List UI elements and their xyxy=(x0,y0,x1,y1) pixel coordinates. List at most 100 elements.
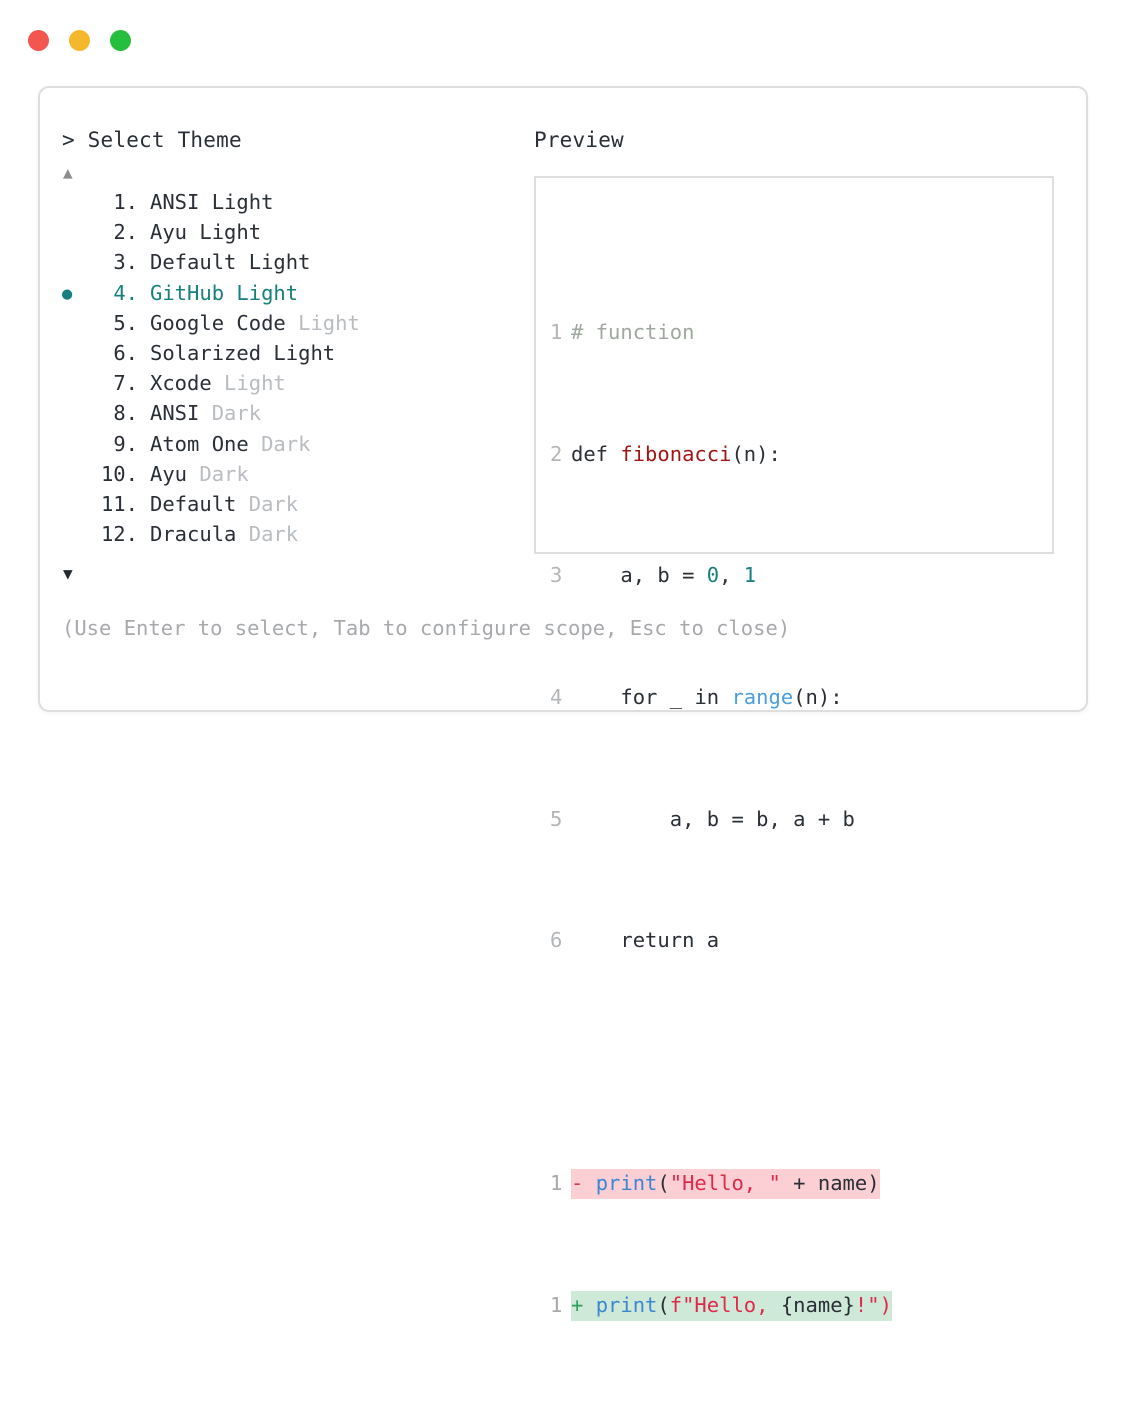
code-token-number: 1 xyxy=(743,563,757,588)
theme-name: Ayu xyxy=(150,461,188,486)
maximize-dot[interactable] xyxy=(110,30,131,51)
theme-index: 2. xyxy=(113,220,138,245)
minimize-dot[interactable] xyxy=(69,30,90,51)
code-blank-line xyxy=(550,1047,1052,1077)
line-number: 6 xyxy=(550,928,563,953)
line-number: 1 xyxy=(550,1293,563,1318)
theme-name: ANSI xyxy=(150,401,200,426)
theme-index: 6. xyxy=(113,340,138,365)
theme-index: 11. xyxy=(100,491,138,516)
selection-bullet-icon: ● xyxy=(62,467,92,484)
theme-name: Xcode xyxy=(150,371,212,396)
theme-list-item[interactable]: ● 7. Xcode Light xyxy=(62,371,532,401)
code-token-keyword: return xyxy=(620,928,695,953)
code-token-return-value: a xyxy=(694,928,720,953)
diff-added-content: + print(f"Hello, {name}!") xyxy=(571,1291,892,1322)
selection-bullet-icon: ● xyxy=(62,437,92,454)
code-token-string: "Hello, " xyxy=(669,1171,781,1196)
theme-name: Atom One xyxy=(150,431,249,456)
close-dot[interactable] xyxy=(28,30,49,51)
diff-line-removed: 1- print("Hello, " + name) xyxy=(544,1168,1052,1200)
code-line: 3 a, b = 0, 1 xyxy=(550,560,1052,590)
code-token-params: (n): xyxy=(731,441,781,466)
window-controls xyxy=(28,30,131,51)
code-space xyxy=(583,1293,595,1317)
theme-index: 7. xyxy=(113,371,138,396)
theme-variant: Light xyxy=(236,250,311,275)
theme-list-item[interactable]: ● 2. Ayu Light xyxy=(62,220,532,250)
theme-picker-card: > Select Theme ▲ ● 1. ANSI Light ● 2. Ay… xyxy=(38,86,1088,1322)
theme-variant: Dark xyxy=(248,431,311,456)
line-number: 5 xyxy=(550,806,563,831)
theme-variant: Light xyxy=(285,310,360,335)
keyboard-hint: (Use Enter to select, Tab to configure s… xyxy=(62,616,791,640)
code-token-keyword: def xyxy=(571,441,609,466)
theme-list-item-selected[interactable]: ● 4. GitHub Light xyxy=(62,281,532,311)
theme-index: 9. xyxy=(113,431,138,456)
code-token-variable: name xyxy=(817,1171,868,1196)
selection-bullet-icon: ● xyxy=(62,195,92,212)
code-paren: ) xyxy=(867,1171,880,1196)
code-paren: ( xyxy=(657,1293,670,1318)
theme-index: 4. xyxy=(113,280,138,305)
code-token-call: print xyxy=(595,1293,658,1318)
code-token-args: (n): xyxy=(793,685,843,710)
diff-line-added: 1 + print(f"Hello, {name}!") xyxy=(544,1290,1052,1322)
theme-list-item[interactable]: ● 9. Atom One Dark xyxy=(62,432,532,462)
code-token-fstring-expr: {name} xyxy=(780,1293,855,1318)
code-token-comment: # function xyxy=(571,320,695,345)
code-space xyxy=(719,685,731,709)
code-token-assign: a, b = xyxy=(571,563,707,588)
theme-name: GitHub xyxy=(150,280,225,305)
theme-list-item[interactable]: ● 1. ANSI Light xyxy=(62,190,532,220)
theme-list-item[interactable]: ● 6. Solarized Light xyxy=(62,341,532,371)
theme-index: 10. xyxy=(100,461,138,486)
theme-variant: Dark xyxy=(236,522,299,547)
theme-name: Google Code xyxy=(150,310,286,335)
code-line: 1 # function xyxy=(550,317,1052,347)
theme-index: 3. xyxy=(113,250,138,275)
theme-name: Solarized xyxy=(150,340,262,365)
code-token-keyword: in xyxy=(694,685,720,710)
line-number: 4 xyxy=(550,685,563,710)
theme-name: Ayu xyxy=(150,220,188,245)
theme-list-item[interactable]: ● 10. Ayu Dark xyxy=(62,462,532,492)
theme-selector-panel: > Select Theme ▲ ● 1. ANSI Light ● 2. Ay… xyxy=(62,130,532,584)
theme-index: 5. xyxy=(113,310,138,335)
theme-list[interactable]: ● 1. ANSI Light ● 2. Ayu Light ● 3. Defa… xyxy=(62,190,532,552)
code-token-fstring-prefix: f"Hello, xyxy=(669,1293,781,1318)
selection-bullet-icon: ● xyxy=(62,346,92,363)
code-token-target: _ xyxy=(657,685,695,710)
theme-list-item[interactable]: ● 3. Default Light xyxy=(62,250,532,280)
code-token-concat: + xyxy=(780,1171,818,1196)
select-theme-prompt: > Select Theme xyxy=(62,128,242,152)
theme-list-item[interactable]: ● 12. Dracula Dark xyxy=(62,522,532,552)
preview-label: Preview xyxy=(534,128,624,152)
code-paren: ( xyxy=(657,1171,670,1196)
selection-bullet-icon: ● xyxy=(62,406,92,423)
scroll-down-icon[interactable]: ▼ xyxy=(63,564,73,584)
code-token-number: 0 xyxy=(706,563,720,588)
code-indent xyxy=(571,685,620,709)
code-token-comma: , xyxy=(719,563,744,588)
code-space xyxy=(583,1171,595,1195)
theme-name: Default xyxy=(150,491,237,516)
code-line: 5 a, b = b, a + b xyxy=(550,804,1052,834)
theme-variant: Light xyxy=(224,280,299,305)
line-number: 3 xyxy=(550,563,563,588)
theme-variant: Dark xyxy=(187,461,249,486)
code-token-statement: a, b = b, a + b xyxy=(571,806,855,831)
theme-list-item[interactable]: ● 8. ANSI Dark xyxy=(62,401,532,431)
scroll-up-icon[interactable]: ▲ xyxy=(63,163,73,182)
theme-index: 8. xyxy=(113,401,138,426)
theme-variant: Light xyxy=(261,340,336,365)
theme-list-item[interactable]: ● 5. Google Code Light xyxy=(62,311,532,341)
line-number: 1 xyxy=(550,320,563,345)
selection-bullet-icon: ● xyxy=(62,497,92,514)
theme-index: 1. xyxy=(113,190,138,214)
theme-list-item[interactable]: ● 11. Default Dark xyxy=(62,492,532,522)
selection-bullet-icon: ● xyxy=(62,376,92,393)
